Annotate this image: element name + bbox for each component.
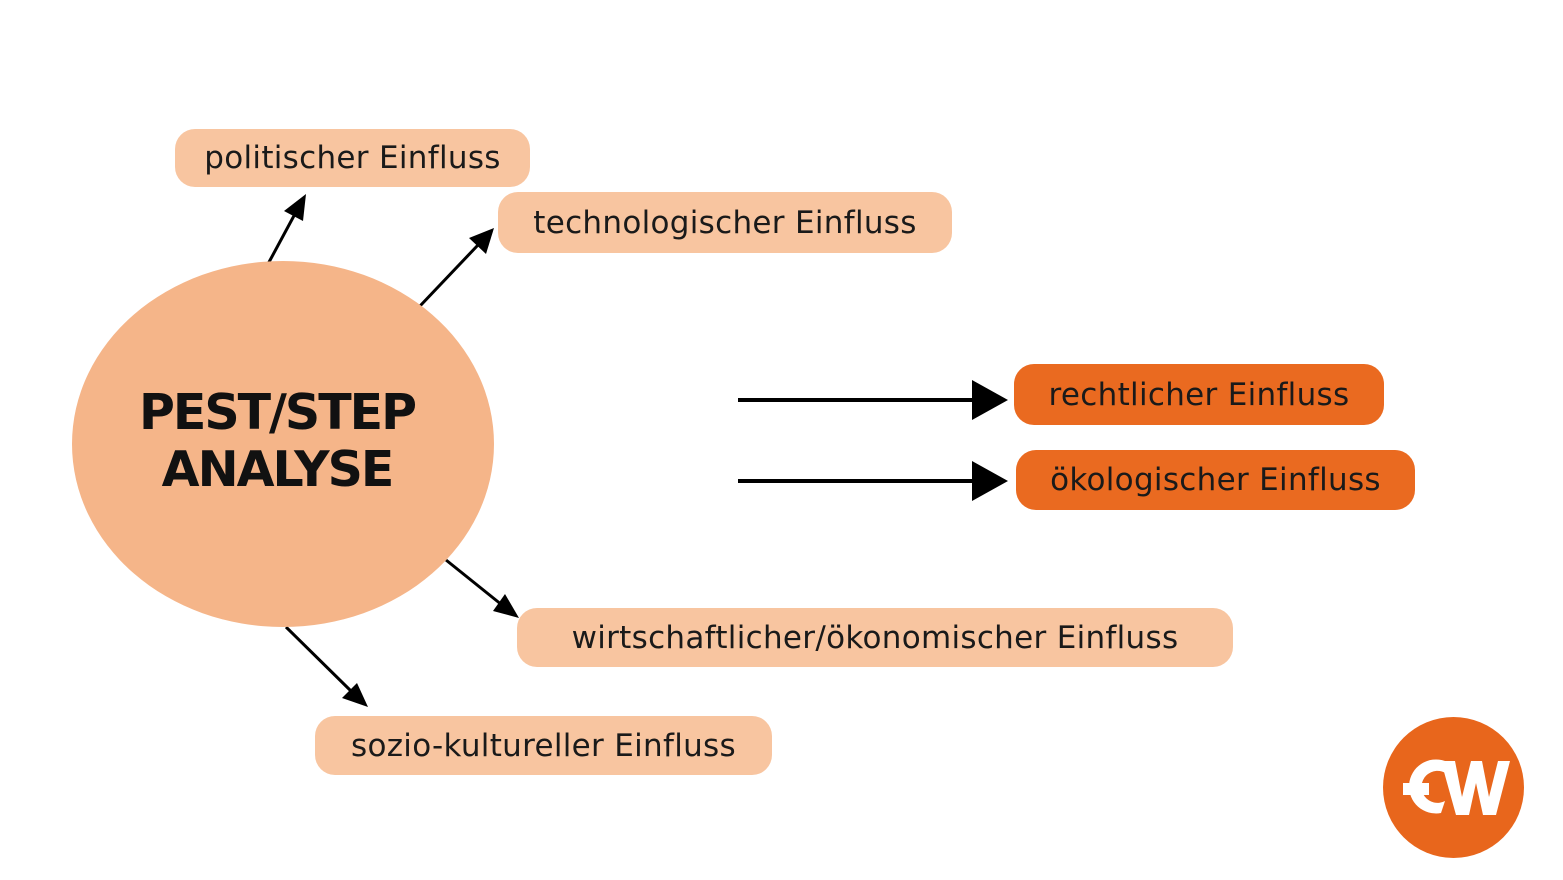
factor-ecological: ökologischer Einfluss — [1016, 450, 1415, 510]
factor-social: sozio-kultureller Einfluss — [315, 716, 772, 775]
pest-center-node — [72, 261, 494, 627]
pest-center-title: PEST/STEP ANALYSE — [72, 384, 482, 498]
factor-political: politischer Einfluss — [175, 129, 530, 187]
arrow-legal — [738, 380, 1008, 420]
arrow-ecological — [738, 461, 1008, 501]
arrow-social — [284, 625, 368, 707]
center-title-line2: ANALYSE — [161, 441, 395, 498]
factor-economic: wirtschaftlicher/ökonomischer Einfluss — [517, 608, 1233, 667]
center-title-line1: PEST/STEP — [138, 384, 417, 441]
factor-technological: technologischer Einfluss — [498, 192, 952, 253]
factor-legal: rechtlicher Einfluss — [1014, 364, 1384, 425]
gw-logo-icon — [1383, 717, 1524, 858]
arrow-technological — [418, 228, 494, 308]
arrow-political — [266, 194, 306, 265]
gw-logo-glyph — [1403, 759, 1510, 815]
arrow-economic — [445, 558, 519, 618]
